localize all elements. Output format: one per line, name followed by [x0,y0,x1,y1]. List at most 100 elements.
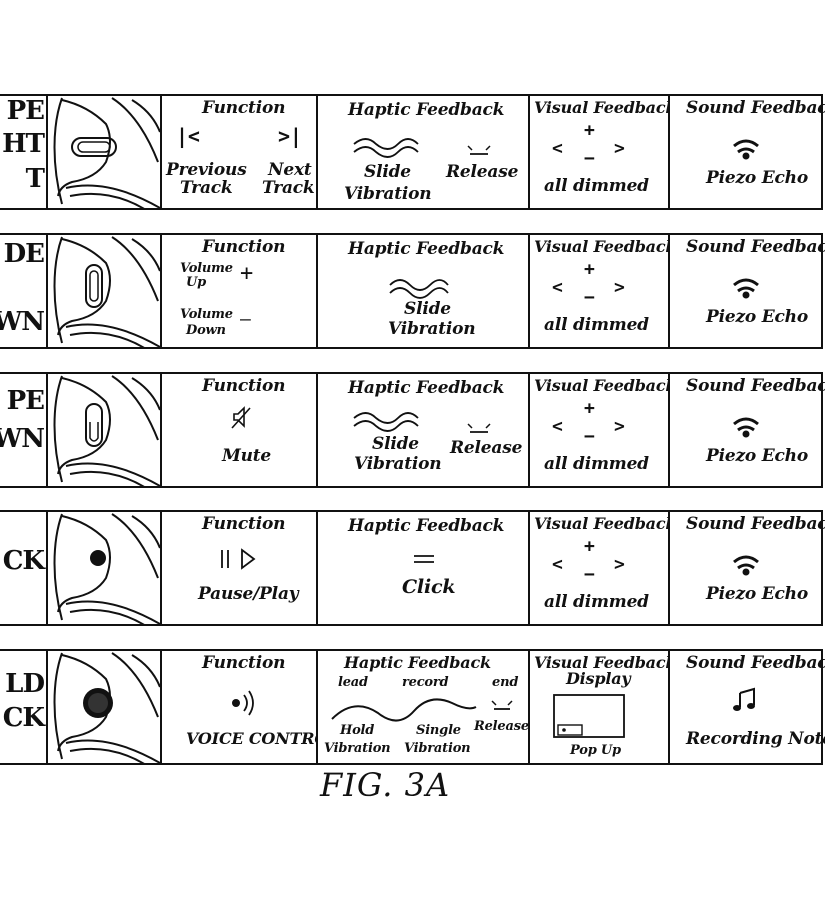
gesture-label-line: LD [5,669,45,699]
visual-feedback-cell: Visual Feedback + < > − all dimmed [530,235,670,347]
music-note-icon [733,687,755,711]
earbud-outline-icon [53,652,160,763]
single-vibration-label: Single [416,723,461,738]
haptic-feedback-cell: Haptic Feedback lead record end Hold Vib… [318,651,530,763]
function-cell: Function VOICE CONTROL [162,651,318,763]
haptic-header: Haptic Feedback [348,516,505,536]
left-indicator: < [552,277,563,298]
volume-down-label: Volume [180,307,233,322]
next-track-label: Next [268,160,312,180]
haptic-label: Slide [364,162,411,182]
right-indicator: > [614,138,625,159]
visual-feedback-cell: Visual Feedback + < > − all dimmed [530,374,670,486]
haptic-label: Vibration [344,184,432,204]
tap-dot-icon [90,550,106,566]
gesture-label-line: PE [6,96,45,126]
earbud-outline-icon [53,375,160,486]
voice-waves-icon [232,690,254,716]
haptic-header: Haptic Feedback [348,100,505,120]
piezo-speaker-icon [733,278,759,299]
gesture-label-cell: PE WN [0,374,48,486]
haptic-feedback-cell: Haptic Feedback Slide Vibration Release [318,374,530,486]
visual-header: Visual Feedback [534,98,670,117]
piezo-speaker-icon [733,139,759,160]
piezo-speaker-icon [733,417,759,438]
previous-track-label: Track [180,178,233,198]
visual-header: Visual Feedback [534,376,670,395]
gesture-label-cell: LD CK [0,651,48,763]
haptic-stage-lead: lead [338,675,368,690]
gesture-row-click: CK Function Pause/Play Haptic Feedback C… [0,510,825,626]
vertical-swipe-pill-icon [85,403,103,447]
sound-feedback-cell: Sound Feedback Piezo Echo [670,374,825,486]
visual-header: Visual Feedback [534,237,670,256]
visual-feedback-cell: Visual Feedback Display Pop Up [530,651,670,763]
earbud-gesture-cell [48,96,162,208]
gesture-label-line: PE [6,386,45,416]
function-header: Function [202,98,286,118]
function-header: Function [202,376,286,396]
haptic-feedback-cell: Haptic Feedback Click [318,512,530,624]
left-indicator: < [552,416,563,437]
function-cell: Function Pause/Play [162,512,318,624]
minus-indicator: − [584,426,595,447]
right-indicator: > [614,554,625,575]
earbud-gesture-cell [48,512,162,624]
minus-indicator: − [584,287,595,308]
haptic-label: Click [402,576,456,598]
visual-header: Visual Feedback [534,514,670,533]
previous-track-label: Previous [166,160,247,180]
visual-feedback-cell: Visual Feedback + < > − all dimmed [530,512,670,624]
earbud-gesture-cell [48,651,162,763]
gesture-label-line: T [25,164,45,194]
haptic-feedback-cell: Haptic Feedback Slide Vibration [318,235,530,347]
sound-label: Piezo Echo [706,584,808,604]
vibration-wave-icon [353,412,491,433]
sound-header: Sound Feedback [686,376,825,396]
sound-header: Sound Feedback [686,237,825,257]
gesture-label-line: CK [2,703,45,733]
haptic-label: Vibration [354,454,442,474]
earbud-outline-icon [53,236,160,347]
volume-down-label: Down [186,323,226,338]
gesture-label-cell: PE HT T [0,96,48,208]
gesture-row-swipe-horizontal: PE HT T Function |< >| Previous Track Ne… [0,94,825,210]
function-cell: Function Mute [162,374,318,486]
gesture-row-slide-vertical: DE WN Function Volume Up + Volume Down —… [0,233,825,349]
function-label: Mute [222,446,272,466]
function-cell: Function Volume Up + Volume Down — [162,235,318,347]
plus-icon: + [240,261,254,286]
sound-feedback-cell: Sound Feedback Piezo Echo [670,96,825,208]
function-cell: Function |< >| Previous Track Next Track [162,96,318,208]
single-vibration-label: Vibration [404,741,471,756]
gesture-row-swipe-down: PE WN Function Mute Haptic Feedback [0,372,825,488]
function-label: VOICE CONTROL [186,729,316,748]
minus-indicator: − [584,148,595,169]
sound-label: Recording Note [686,729,825,749]
function-header: Function [202,514,286,534]
plus-indicator: + [584,398,595,419]
previous-track-icon: |< [176,124,200,148]
haptic-label: Slide [404,299,451,319]
gesture-label-line: WN [0,424,45,454]
visual-label: Pop Up [570,743,621,758]
gesture-label-line: HT [2,129,45,159]
release-label: Release [450,438,523,458]
function-header: Function [202,653,286,673]
haptic-stage-record: record [402,675,449,690]
sound-header: Sound Feedback [686,514,825,534]
gesture-label-line: CK [2,546,45,576]
function-header: Function [202,237,286,257]
plus-indicator: + [584,536,595,557]
gesture-label-cell: CK [0,512,48,624]
visual-feedback-cell: Visual Feedback + < > − all dimmed [530,96,670,208]
horizontal-swipe-pill-icon [71,137,117,157]
sound-feedback-cell: Sound Feedback Piezo Echo [670,512,825,624]
sound-label: Piezo Echo [706,307,808,327]
piezo-speaker-icon [733,555,759,576]
right-indicator: > [614,416,625,437]
haptic-label: Slide [372,434,419,454]
visual-header: Visual Feedback [534,653,670,672]
sound-header: Sound Feedback [686,653,825,673]
haptic-stage-end: end [492,675,519,690]
